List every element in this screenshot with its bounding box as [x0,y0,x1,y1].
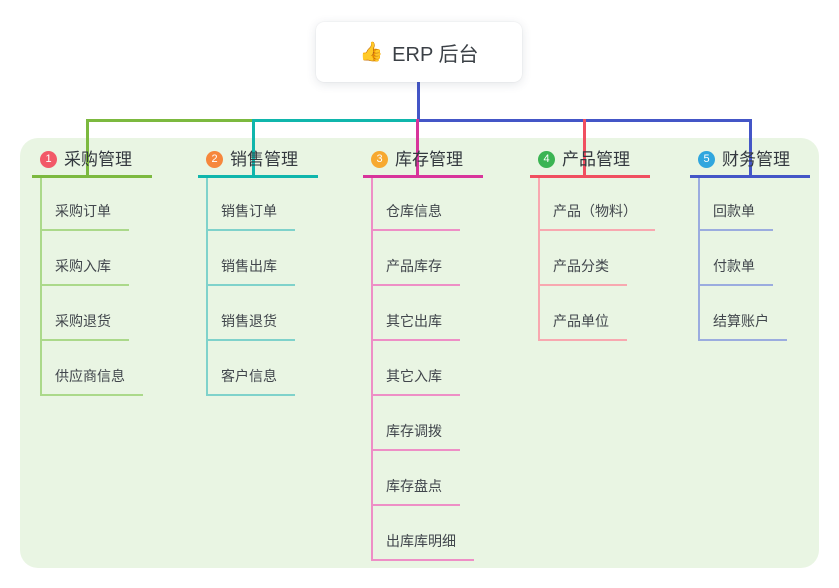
branch-node-5[interactable]: 5 财务管理 [690,149,810,178]
branch-node-1[interactable]: 1 采购管理 [32,149,152,178]
root-stem-line [417,82,420,120]
child-node[interactable]: 产品（物料） [538,184,655,231]
root-node-label: ERP 后台 [392,43,479,66]
child-node[interactable]: 采购订单 [40,184,129,231]
branch-node-3[interactable]: 3 库存管理 [363,149,483,178]
root-node[interactable]: 👍 ERP 后台 [316,22,522,82]
child-rail-line [40,177,42,396]
child-node[interactable]: 销售退货 [206,294,295,341]
child-rail-line [206,177,208,396]
child-rail-line [698,177,700,341]
child-node[interactable]: 付款单 [698,239,773,286]
child-node[interactable]: 结算账户 [698,294,787,341]
child-rail-line [371,177,373,561]
background-panel [20,138,819,568]
child-node[interactable]: 产品分类 [538,239,627,286]
branch-drop-line [252,119,255,176]
hconnector-teal [253,119,418,122]
thumbs-up-icon: 👍 [359,41,384,63]
branch-number-badge: 2 [206,151,223,168]
branch-number-badge: 5 [698,151,715,168]
child-node[interactable]: 其它出库 [371,294,460,341]
branch-number-badge: 1 [40,151,57,168]
child-node[interactable]: 销售出库 [206,239,295,286]
child-node[interactable]: 产品库存 [371,239,460,286]
branch-number-badge: 3 [371,151,388,168]
child-node[interactable]: 客户信息 [206,349,295,396]
branch-drop-line [749,119,752,176]
child-node[interactable]: 仓库信息 [371,184,460,231]
branch-number-badge: 4 [538,151,555,168]
branch-title-label: 采购管理 [64,150,132,169]
branch-drop-line [416,119,419,176]
branch-drop-line [583,119,586,176]
branch-node-4[interactable]: 4 产品管理 [530,149,650,178]
branch-title-label: 产品管理 [562,150,630,169]
child-node[interactable]: 出库库明细 [371,514,474,561]
child-node[interactable]: 产品单位 [538,294,627,341]
child-node[interactable]: 库存盘点 [371,459,460,506]
child-node[interactable]: 回款单 [698,184,773,231]
branch-title-label: 财务管理 [722,150,790,169]
hconnector-green [86,119,253,122]
branch-title-label: 销售管理 [230,150,298,169]
child-rail-line [538,177,540,341]
child-node[interactable]: 库存调拨 [371,404,460,451]
child-node[interactable]: 销售订单 [206,184,295,231]
child-node[interactable]: 采购退货 [40,294,129,341]
branch-title-label: 库存管理 [395,150,463,169]
child-node[interactable]: 供应商信息 [40,349,143,396]
child-node[interactable]: 采购入库 [40,239,129,286]
branch-node-2[interactable]: 2 销售管理 [198,149,318,178]
branch-drop-line [86,119,89,176]
child-node[interactable]: 其它入库 [371,349,460,396]
